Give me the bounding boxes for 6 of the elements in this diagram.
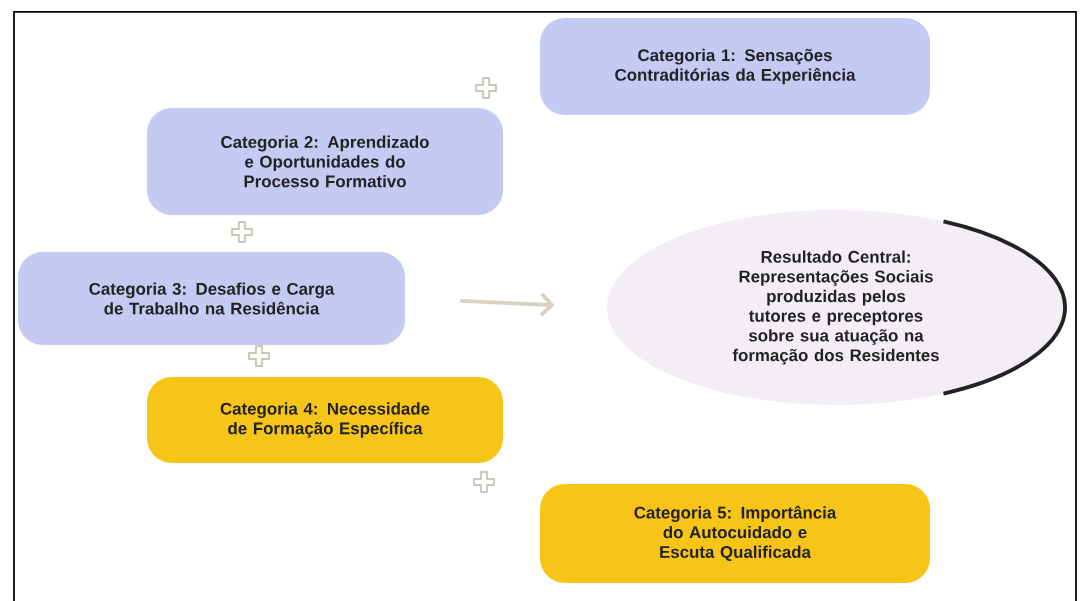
category-box: Categoria 3: Desafios e Carga de Trabalho na Residência <box>18 252 405 345</box>
category-box: Categoria 5: Importância do Autocuidado e Escuta Qualificada <box>540 484 930 583</box>
category-box: Categoria 4: Necessidade de Formação Específica <box>147 377 503 463</box>
category-box: Categoria 1: Sensações Contraditórias da Experiência <box>540 18 930 115</box>
category-box: Categoria 2: Aprendizado e Oportunidades do Processo Formativo <box>147 108 503 215</box>
arrow <box>460 292 555 317</box>
